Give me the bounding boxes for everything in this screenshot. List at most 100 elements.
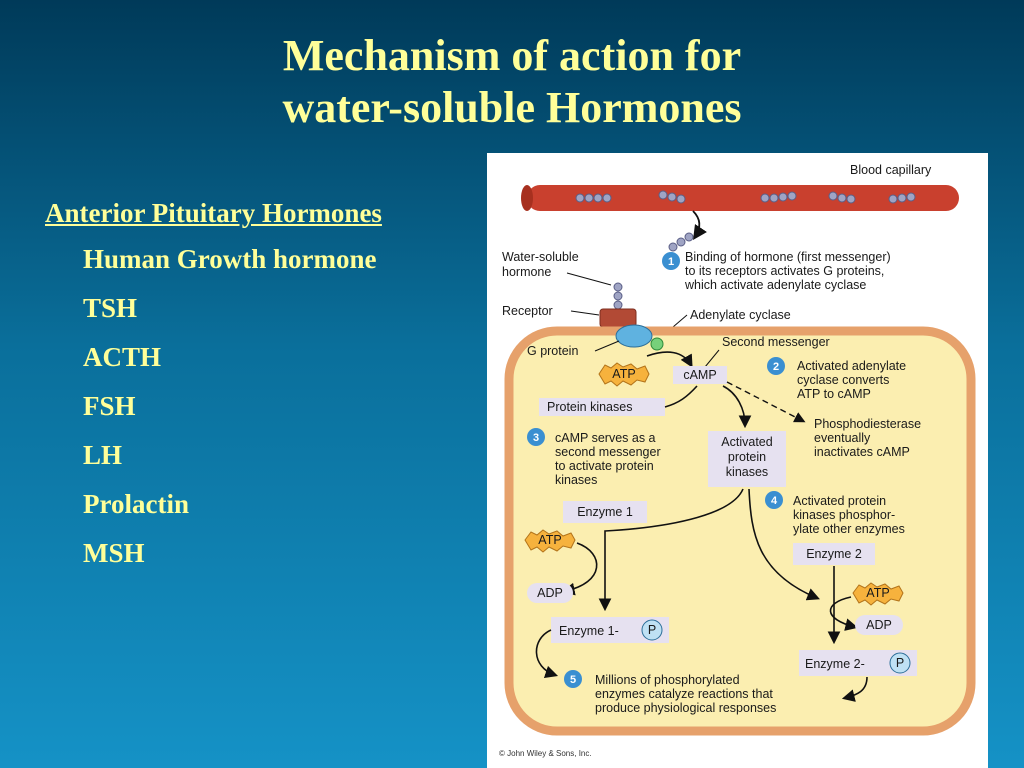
step-2-text-3: ATP to cAMP	[797, 387, 871, 401]
hormone-pointer	[566, 272, 612, 286]
enzyme1-box	[563, 501, 647, 523]
enzyme2-label: Enzyme 2	[806, 547, 862, 561]
adp-box-2	[855, 615, 903, 635]
enzyme2-to-step5-arrow	[841, 676, 868, 702]
list-item: ACTH	[83, 342, 162, 372]
step-2-text-2: cyclase converts	[797, 373, 889, 387]
title-line-2: water-soluble Hormones	[282, 83, 742, 132]
g-protein-icon	[615, 324, 653, 348]
kinase-to-enzyme1-arrow	[598, 488, 744, 612]
receptor-icon	[599, 308, 637, 328]
atp-label-3: ATP	[866, 586, 889, 600]
step-5-badge	[564, 670, 582, 688]
atp-starburst-icon	[524, 529, 576, 553]
enzyme1-p-label: Enzyme 1-	[559, 624, 619, 638]
free-hormone-icon	[668, 232, 694, 252]
step-2-text-1: Activated adenylate	[797, 359, 906, 373]
step-4-text-3: ylate other enzymes	[793, 522, 905, 536]
step-1-number: 1	[668, 256, 674, 268]
step-2-badge	[767, 357, 785, 375]
camp-to-kinase-line	[664, 385, 698, 408]
enzyme2-box	[793, 543, 875, 565]
step-3-text-2: second messenger	[555, 445, 661, 459]
activated-kinases-text-1: Activated	[721, 435, 772, 449]
step-4-number: 4	[771, 495, 778, 507]
g-protein-pointer	[594, 340, 620, 352]
receptor-pointer	[570, 310, 600, 316]
list-item: LH	[83, 440, 123, 470]
step-4-badge	[765, 491, 783, 509]
phosphate-icon	[889, 652, 911, 674]
list-heading: Anterior Pituitary Hormones	[45, 198, 382, 228]
list-item: MSH	[83, 538, 145, 568]
phosphodiesterase-text-3: inactivates cAMP	[814, 445, 910, 459]
step-3-number: 3	[533, 432, 539, 444]
activated-kinases-text-3: kinases	[726, 465, 768, 479]
slide-title: Mechanism of action for water-soluble Ho…	[0, 30, 1024, 134]
list-item: FSH	[83, 391, 136, 421]
step-2-number: 2	[773, 361, 779, 373]
kinase-to-enzyme2-arrow	[748, 488, 820, 601]
title-line-1: Mechanism of action for	[282, 31, 742, 80]
phosphate-label-2: P	[896, 656, 904, 670]
step-5-number: 5	[570, 674, 576, 686]
list-item: Prolactin	[83, 489, 189, 519]
adenylate-cyclase-icon	[650, 337, 664, 351]
capillary-vessel	[527, 185, 959, 211]
phosphodiesterase-text-1: Phosphodiesterase	[814, 417, 921, 431]
phosphate-label: P	[648, 623, 656, 637]
atp-starburst-icon	[598, 362, 650, 387]
enzyme1-label: Enzyme 1	[577, 505, 633, 519]
step-1-text-1: Binding of hormone (first messenger)	[685, 250, 891, 264]
second-messenger-pointer	[704, 349, 720, 368]
step-1-text-2: to its receptors activates G proteins,	[685, 264, 884, 278]
enzyme1-to-step5-arrow	[535, 629, 559, 679]
capillary-end	[521, 185, 533, 211]
atp-label-2: ATP	[538, 533, 561, 547]
bound-hormone-icon	[613, 282, 623, 310]
receptor-label: Receptor	[502, 304, 553, 318]
phosphate-icon	[641, 619, 663, 641]
water-soluble-label-2: hormone	[502, 265, 551, 279]
phosphodiesterase-text-2: eventually	[814, 431, 871, 445]
camp-box	[673, 366, 727, 384]
list-item: Human Growth hormone	[83, 244, 377, 274]
protein-kinases-label: Protein kinases	[547, 400, 632, 414]
phosphodiesterase-arrow	[726, 381, 806, 423]
list-item: TSH	[83, 293, 138, 323]
step-5-text-2: enzymes catalyze reactions that	[595, 687, 773, 701]
step-4-text-1: Activated protein	[793, 494, 886, 508]
step-4-text-2: kinases phosphor-	[793, 508, 895, 522]
water-soluble-label-1: Water-soluble	[502, 250, 579, 264]
adp-label: ADP	[537, 586, 563, 600]
copyright-label: © John Wiley & Sons, Inc.	[499, 749, 592, 758]
atp-label: ATP	[612, 367, 635, 381]
atp-to-adp-arrow-1	[561, 542, 598, 596]
camp-label: cAMP	[683, 368, 716, 382]
hormone-release-arrow	[692, 210, 707, 240]
step-3-text-3: to activate protein	[555, 459, 654, 473]
step-1-badge	[662, 252, 680, 270]
adenylate-cyclase-label: Adenylate cyclase	[690, 308, 791, 322]
kinase-activation-arrow	[722, 385, 752, 429]
second-messenger-label: Second messenger	[722, 335, 830, 349]
adp-label-2: ADP	[866, 618, 892, 632]
step-5-text-1: Millions of phosphorylated	[595, 673, 740, 687]
atp-starburst-icon	[852, 582, 904, 606]
atp-to-adp-arrow-2	[829, 596, 859, 631]
hormone-molecules-icon	[575, 190, 916, 204]
activated-kinases-box	[708, 431, 786, 487]
activated-kinases-text-2: protein	[728, 450, 766, 464]
diagram-svg: Blood capillary 1 Binding of hormone (fi…	[499, 163, 976, 758]
blood-capillary-label: Blood capillary	[850, 163, 932, 177]
enzyme2-p-label: Enzyme 2-	[805, 657, 865, 671]
atp-to-camp-arrow	[646, 351, 693, 368]
hormone-list: Anterior Pituitary Hormones Human Growth…	[45, 198, 485, 582]
mechanism-diagram: Blood capillary 1 Binding of hormone (fi…	[487, 153, 988, 768]
g-protein-label: G protein	[527, 344, 578, 358]
step-1-text-3: which activate adenylate cyclase	[684, 278, 866, 292]
step-3-badge	[527, 428, 545, 446]
step-3-text-4: kinases	[555, 473, 597, 487]
step-3-text-1: cAMP serves as a	[555, 431, 656, 445]
step-5-text-3: produce physiological responses	[595, 701, 776, 715]
